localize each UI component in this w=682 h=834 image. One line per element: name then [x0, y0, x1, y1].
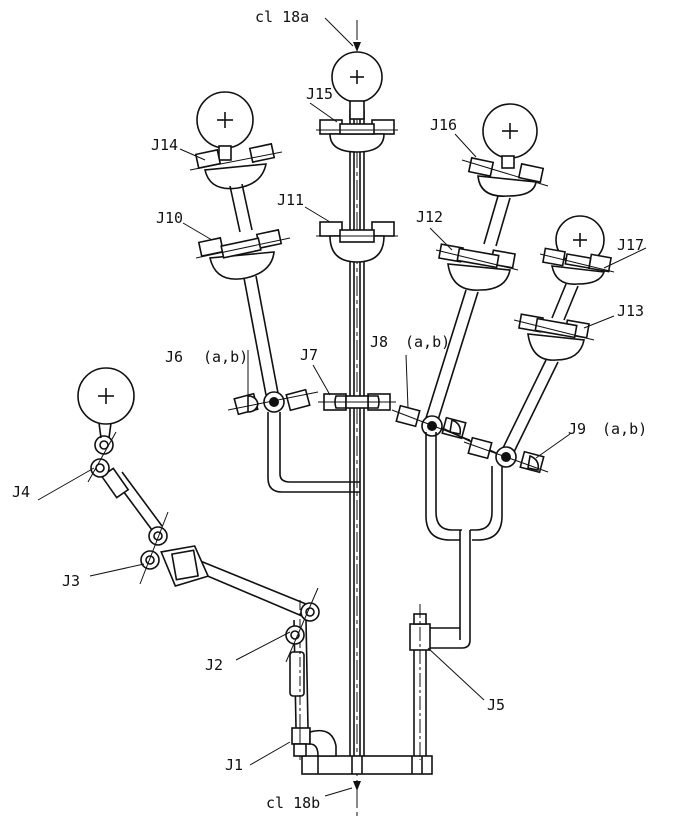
joint-j2 — [285, 587, 320, 663]
centerline — [324, 17, 361, 818]
joint-j5 — [409, 604, 431, 760]
label-j1: J1 — [225, 756, 243, 774]
joint-j1 — [291, 720, 337, 760]
label-j5: J5 — [487, 696, 505, 714]
joint-j12 — [435, 243, 519, 291]
joint-j11 — [316, 221, 398, 263]
center-fingertip — [331, 51, 383, 120]
label-j13: J13 — [617, 302, 644, 320]
centerline-bottom-label: cl 18b — [266, 794, 320, 812]
label-j17: J17 — [617, 236, 644, 254]
joint-j8 — [391, 404, 471, 441]
right-fork-pipe — [425, 432, 503, 649]
joint-j6 — [227, 388, 319, 416]
label-j4: J4 — [12, 483, 30, 501]
right-finger-1 — [425, 103, 549, 421]
left-base-pipe — [267, 412, 360, 493]
label-j16: J16 — [430, 116, 457, 134]
joint-j16 — [461, 156, 549, 197]
base-bar — [301, 755, 433, 775]
joint-j15 — [316, 119, 398, 153]
label-j6: J6 — [165, 348, 183, 366]
label-j11: J11 — [277, 191, 304, 209]
joint-j3 — [139, 511, 210, 587]
label-j9-suffix: (a,b) — [602, 420, 647, 438]
label-j9: J9 — [568, 420, 586, 438]
joint-j4 — [87, 431, 117, 483]
label-j6-suffix: (a,b) — [203, 348, 248, 366]
joint-j9 — [463, 436, 549, 474]
label-j14: J14 — [151, 136, 178, 154]
right-finger-2 — [501, 215, 615, 453]
joint-j7 — [318, 393, 396, 411]
label-j10: J10 — [156, 209, 183, 227]
label-j15: J15 — [306, 85, 333, 103]
centerline-top-label: cl 18a — [255, 8, 309, 26]
center-column — [349, 110, 365, 756]
label-j2: J2 — [205, 656, 223, 674]
joint-j14 — [189, 142, 283, 190]
joint-labels: J15 J14 J16 J10 J11 J12 J17 J13 J6 (a,b)… — [12, 85, 647, 774]
centerline-bottom-arrow — [353, 781, 361, 791]
left-finger — [189, 91, 291, 396]
label-j12: J12 — [416, 208, 443, 226]
joint-j13 — [513, 313, 595, 361]
label-j3: J3 — [62, 572, 80, 590]
centerline-top-arrow — [353, 42, 361, 52]
label-j8-suffix: (a,b) — [405, 333, 450, 351]
leader-lines — [37, 102, 647, 766]
label-j8: J8 — [370, 333, 388, 351]
thumb — [77, 367, 337, 760]
joint-j10 — [195, 228, 291, 280]
joint-j17 — [539, 247, 615, 285]
label-j7: J7 — [300, 346, 318, 364]
